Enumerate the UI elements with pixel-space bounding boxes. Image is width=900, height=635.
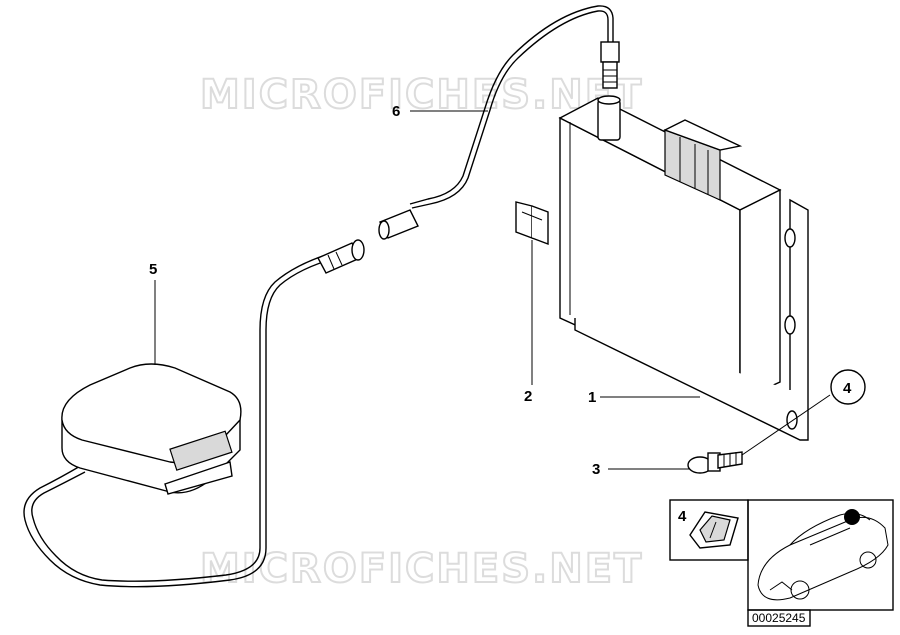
callout-5: 5 <box>149 261 157 278</box>
location-marker <box>844 509 860 525</box>
callout-4: 4 <box>843 380 852 397</box>
cable-connector-pair <box>317 209 419 274</box>
callout-4-circle <box>830 369 866 405</box>
clip <box>515 201 549 246</box>
callout-6: 6 <box>392 103 400 120</box>
control-module <box>558 95 809 441</box>
inset-callout-4: 4 <box>678 508 687 525</box>
inset-car-location <box>747 499 894 611</box>
callout-1: 1 <box>588 389 596 406</box>
watermark-top: MICROFICHES.NET <box>200 72 643 118</box>
callout-2: 2 <box>524 388 532 405</box>
antenna-cable <box>23 5 614 588</box>
screw <box>687 451 743 474</box>
reference-number: 00025245 <box>752 611 806 625</box>
inset-speed-nut: 4 <box>669 499 749 561</box>
leader-lines <box>154 110 831 470</box>
callout-3: 3 <box>592 461 600 478</box>
reference-box: 00025245 <box>747 609 811 627</box>
gps-antenna <box>61 363 242 495</box>
cable-connector-top <box>600 41 620 89</box>
watermark-bottom: MICROFICHES.NET <box>200 546 643 592</box>
